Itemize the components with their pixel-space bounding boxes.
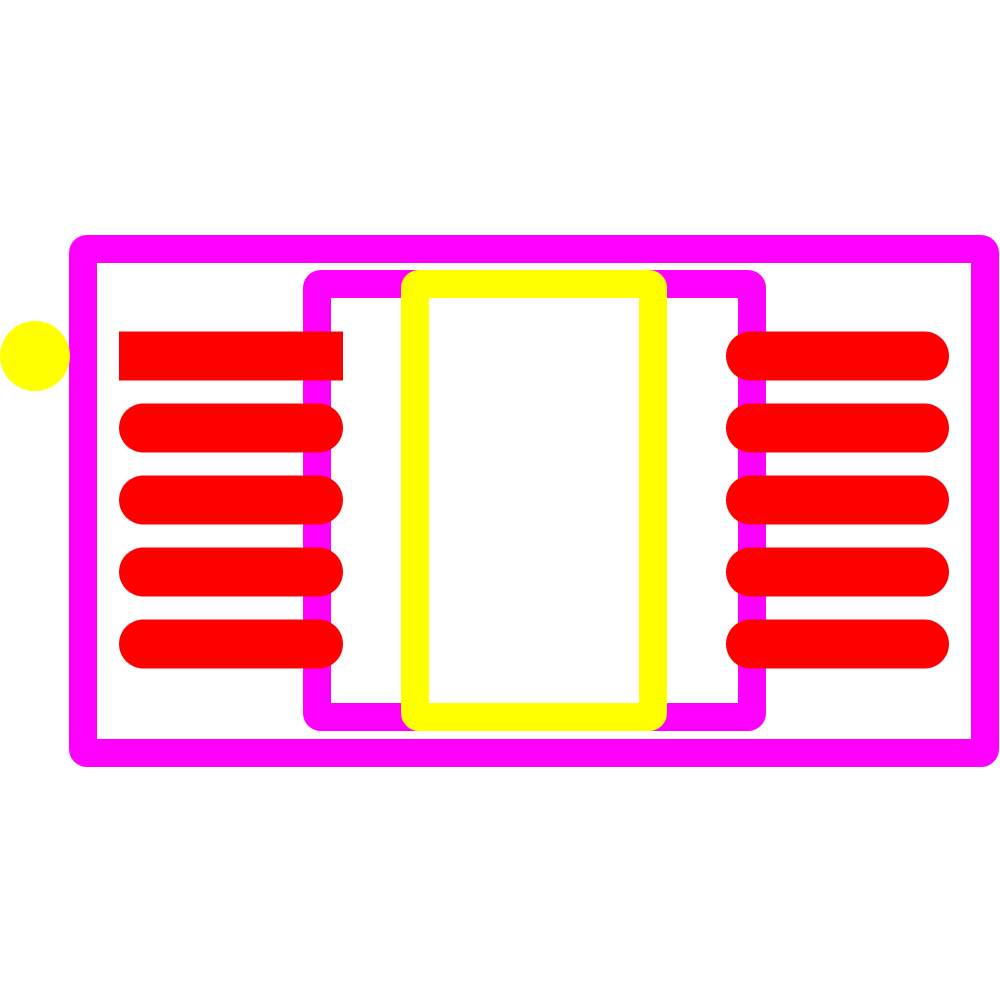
pad-right-1 (726, 331, 949, 381)
pads-group (119, 331, 949, 669)
silkscreen-outline (401, 270, 667, 731)
pad-right-5 (726, 619, 949, 669)
pin1-marker (0, 321, 70, 391)
pad-left-4 (119, 547, 343, 597)
pad-right-4 (726, 547, 949, 597)
pad-left-5 (119, 619, 343, 669)
outer-courtyard-outline (69, 235, 999, 767)
pad-left-1 (119, 331, 343, 381)
pad-left-3 (119, 475, 343, 525)
pad-left-2 (119, 403, 343, 453)
body-outline (303, 270, 766, 731)
pad-right-2 (726, 403, 949, 453)
pad-right-3 (726, 475, 949, 525)
